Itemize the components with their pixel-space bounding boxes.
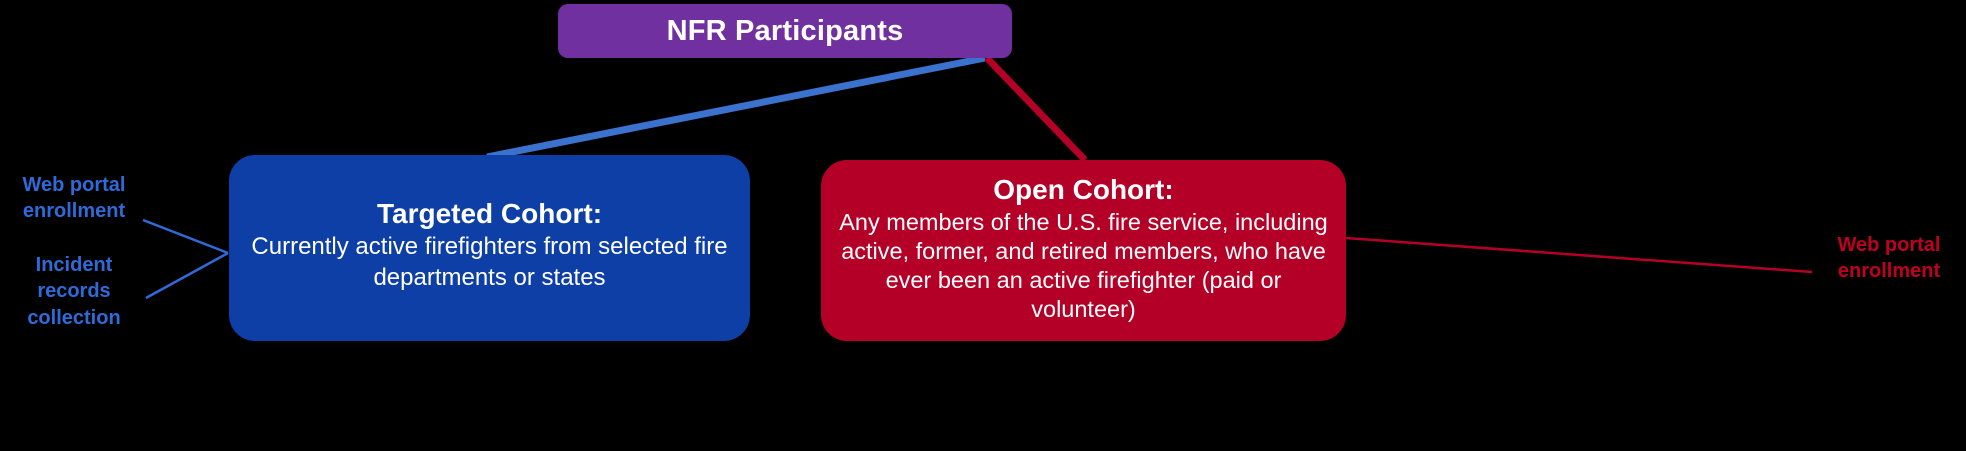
targeted-cohort-title-text: Targeted Cohort <box>376 198 593 230</box>
targeted-cohort-description: Currently active firefighters from selec… <box>251 233 728 291</box>
node-nfr-participants-label: NFR Participants <box>666 14 904 47</box>
connector-root-to-open <box>984 55 1088 163</box>
open-cohort-description: Any members of the U.S. fire service, in… <box>839 208 1328 323</box>
targeted-cohort-title-colon: : <box>592 198 603 230</box>
annotation-targeted-web-portal-enrollment: Web portal enrollment <box>22 174 126 223</box>
node-nfr-participants[interactable]: NFR Participants <box>558 4 1012 58</box>
connector-web-portal-to-targeted <box>142 218 229 255</box>
annotation-targeted-incident-records-collection: Incident records collection <box>27 254 121 329</box>
connector-web-portal-to-open <box>1345 236 1813 274</box>
targeted-cohort-title: Targeted Cohort: <box>377 197 602 230</box>
connector-incident-records-to-targeted <box>145 251 229 300</box>
open-cohort-title-text: Open Cohort <box>993 173 1165 205</box>
connector-root-to-targeted <box>486 54 986 161</box>
node-open-cohort[interactable]: Open Cohort: Any members of the U.S. fir… <box>821 160 1346 341</box>
annotation-open-web-portal-enrollment: Web portal enrollment <box>1837 234 1941 283</box>
open-cohort-title: Open Cohort: <box>993 173 1173 206</box>
node-targeted-cohort[interactable]: Targeted Cohort: Currently active firefi… <box>229 155 750 341</box>
open-cohort-title-colon: : <box>1164 173 1174 205</box>
